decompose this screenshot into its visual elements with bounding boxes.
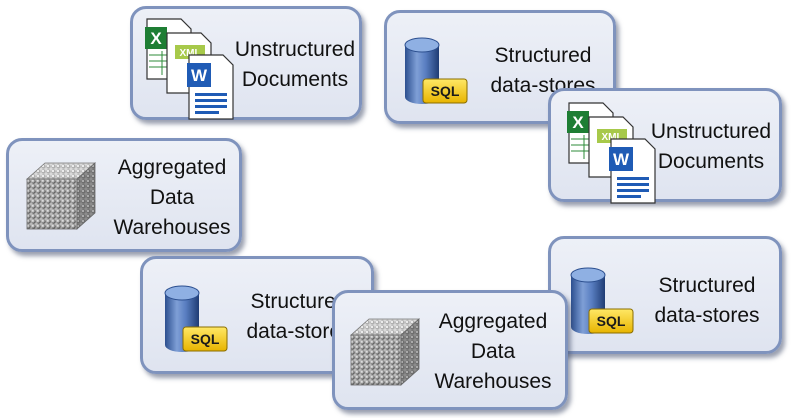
card-aggregated-data-warehouses-left: Aggregated Data Warehouses [6, 138, 242, 252]
data-cube-icon [349, 318, 421, 386]
label-line: Aggregated [117, 156, 227, 179]
label-line: Unstructured [650, 120, 772, 143]
label-line: data-stores [246, 320, 352, 343]
label-line: data-stores [654, 304, 760, 327]
card-structured-data-stores-top: SQL Structured data-stores [384, 10, 616, 124]
sql-database-icon: SQL [570, 267, 634, 334]
card-unstructured-documents-top: X XML W Unstructured Documents [130, 6, 362, 120]
card-label: Aggregated Data Warehouses [103, 153, 241, 243]
label-line: Warehouses [113, 216, 231, 239]
sql-glyph: SQL [191, 331, 220, 347]
card-aggregated-data-warehouses-bottom: Aggregated Data Warehouses [332, 290, 568, 410]
label-line: Structured [658, 274, 756, 297]
label-line: Unstructured [234, 38, 356, 61]
word-glyph: W [613, 150, 630, 169]
excel-glyph: X [572, 113, 584, 132]
card-label: Structured data-stores [637, 271, 777, 331]
xml-glyph: XML [601, 132, 622, 143]
data-cube-icon [25, 162, 97, 230]
sql-glyph: SQL [597, 313, 626, 329]
sql-database-icon: SQL [164, 285, 228, 352]
card-label: Aggregated Data Warehouses [423, 307, 563, 397]
label-line: Structured [250, 290, 348, 313]
card-label: Structured data-stores [229, 287, 369, 347]
label-line: Structured [494, 44, 592, 67]
xml-glyph: XML [179, 48, 200, 59]
card-label: Unstructured Documents [641, 117, 781, 177]
office-documents-icon: X XML W [145, 18, 234, 120]
label-line: Data [149, 186, 195, 209]
office-documents-icon: X XML W [567, 102, 656, 204]
label-line: Aggregated [438, 310, 548, 333]
sql-glyph: SQL [431, 83, 460, 99]
sql-database-icon: SQL [404, 37, 468, 104]
label-line: Data [470, 340, 516, 363]
card-structured-data-stores-right: SQL Structured data-stores [548, 236, 782, 354]
excel-glyph: X [150, 29, 162, 48]
label-line: Documents [657, 150, 765, 173]
word-glyph: W [191, 66, 208, 85]
card-label: Unstructured Documents [225, 35, 365, 95]
label-line: Documents [241, 68, 349, 91]
label-line: Warehouses [434, 370, 552, 393]
card-unstructured-documents-right: X XML W Unstructured Documents [548, 88, 782, 204]
